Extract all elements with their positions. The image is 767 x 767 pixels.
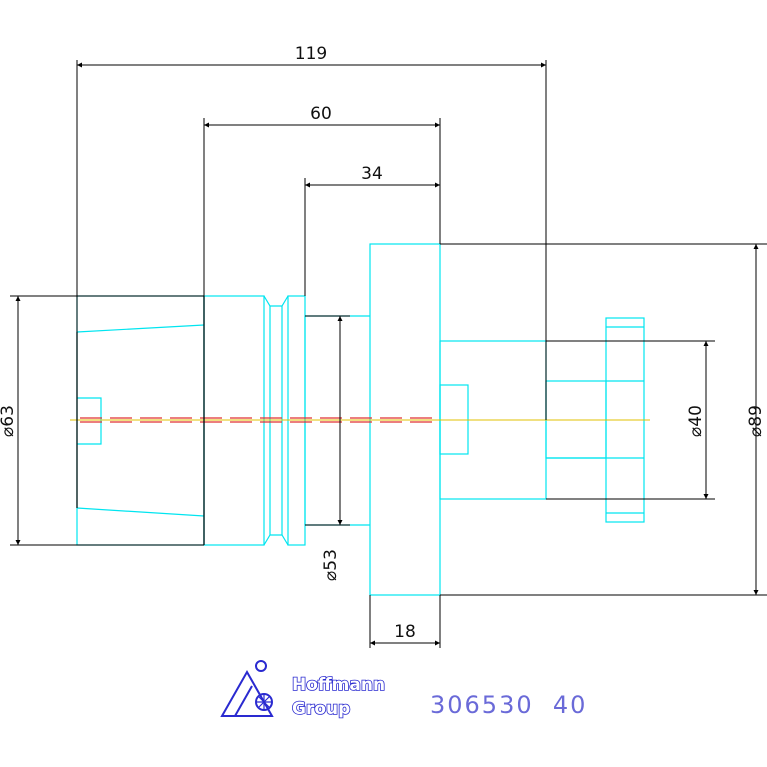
collet-taper-top <box>76 324 205 333</box>
dim-label-40: ⌀40 <box>686 405 706 437</box>
dim-label-89: ⌀89 <box>746 405 766 437</box>
logo-text-line2: Group <box>292 699 350 719</box>
groove-bottom <box>263 534 289 546</box>
logo-text-line1: Hoffmann <box>292 675 385 695</box>
collet-key-slot <box>77 397 102 445</box>
dim-label-18: 18 <box>394 622 416 642</box>
dim-label-63: ⌀63 <box>0 405 18 437</box>
groove-top <box>263 295 289 307</box>
collet-taper-bottom <box>76 507 205 517</box>
dim-label-53: ⌀53 <box>321 549 341 581</box>
logo-figure-icon <box>220 660 274 717</box>
dim-label-119: 119 <box>295 44 327 64</box>
extension-lines <box>10 60 767 648</box>
part-number: 306530 40 <box>430 691 587 719</box>
centerline <box>70 417 650 423</box>
dimension-lines <box>15 62 759 646</box>
dimension-labels: 119 60 34 18 ⌀63 ⌀53 ⌀40 ⌀89 <box>0 44 766 642</box>
dim-label-34: 34 <box>361 164 383 184</box>
hoffmann-logo: Hoffmann Group <box>220 660 386 720</box>
dim-label-60: 60 <box>310 104 332 124</box>
